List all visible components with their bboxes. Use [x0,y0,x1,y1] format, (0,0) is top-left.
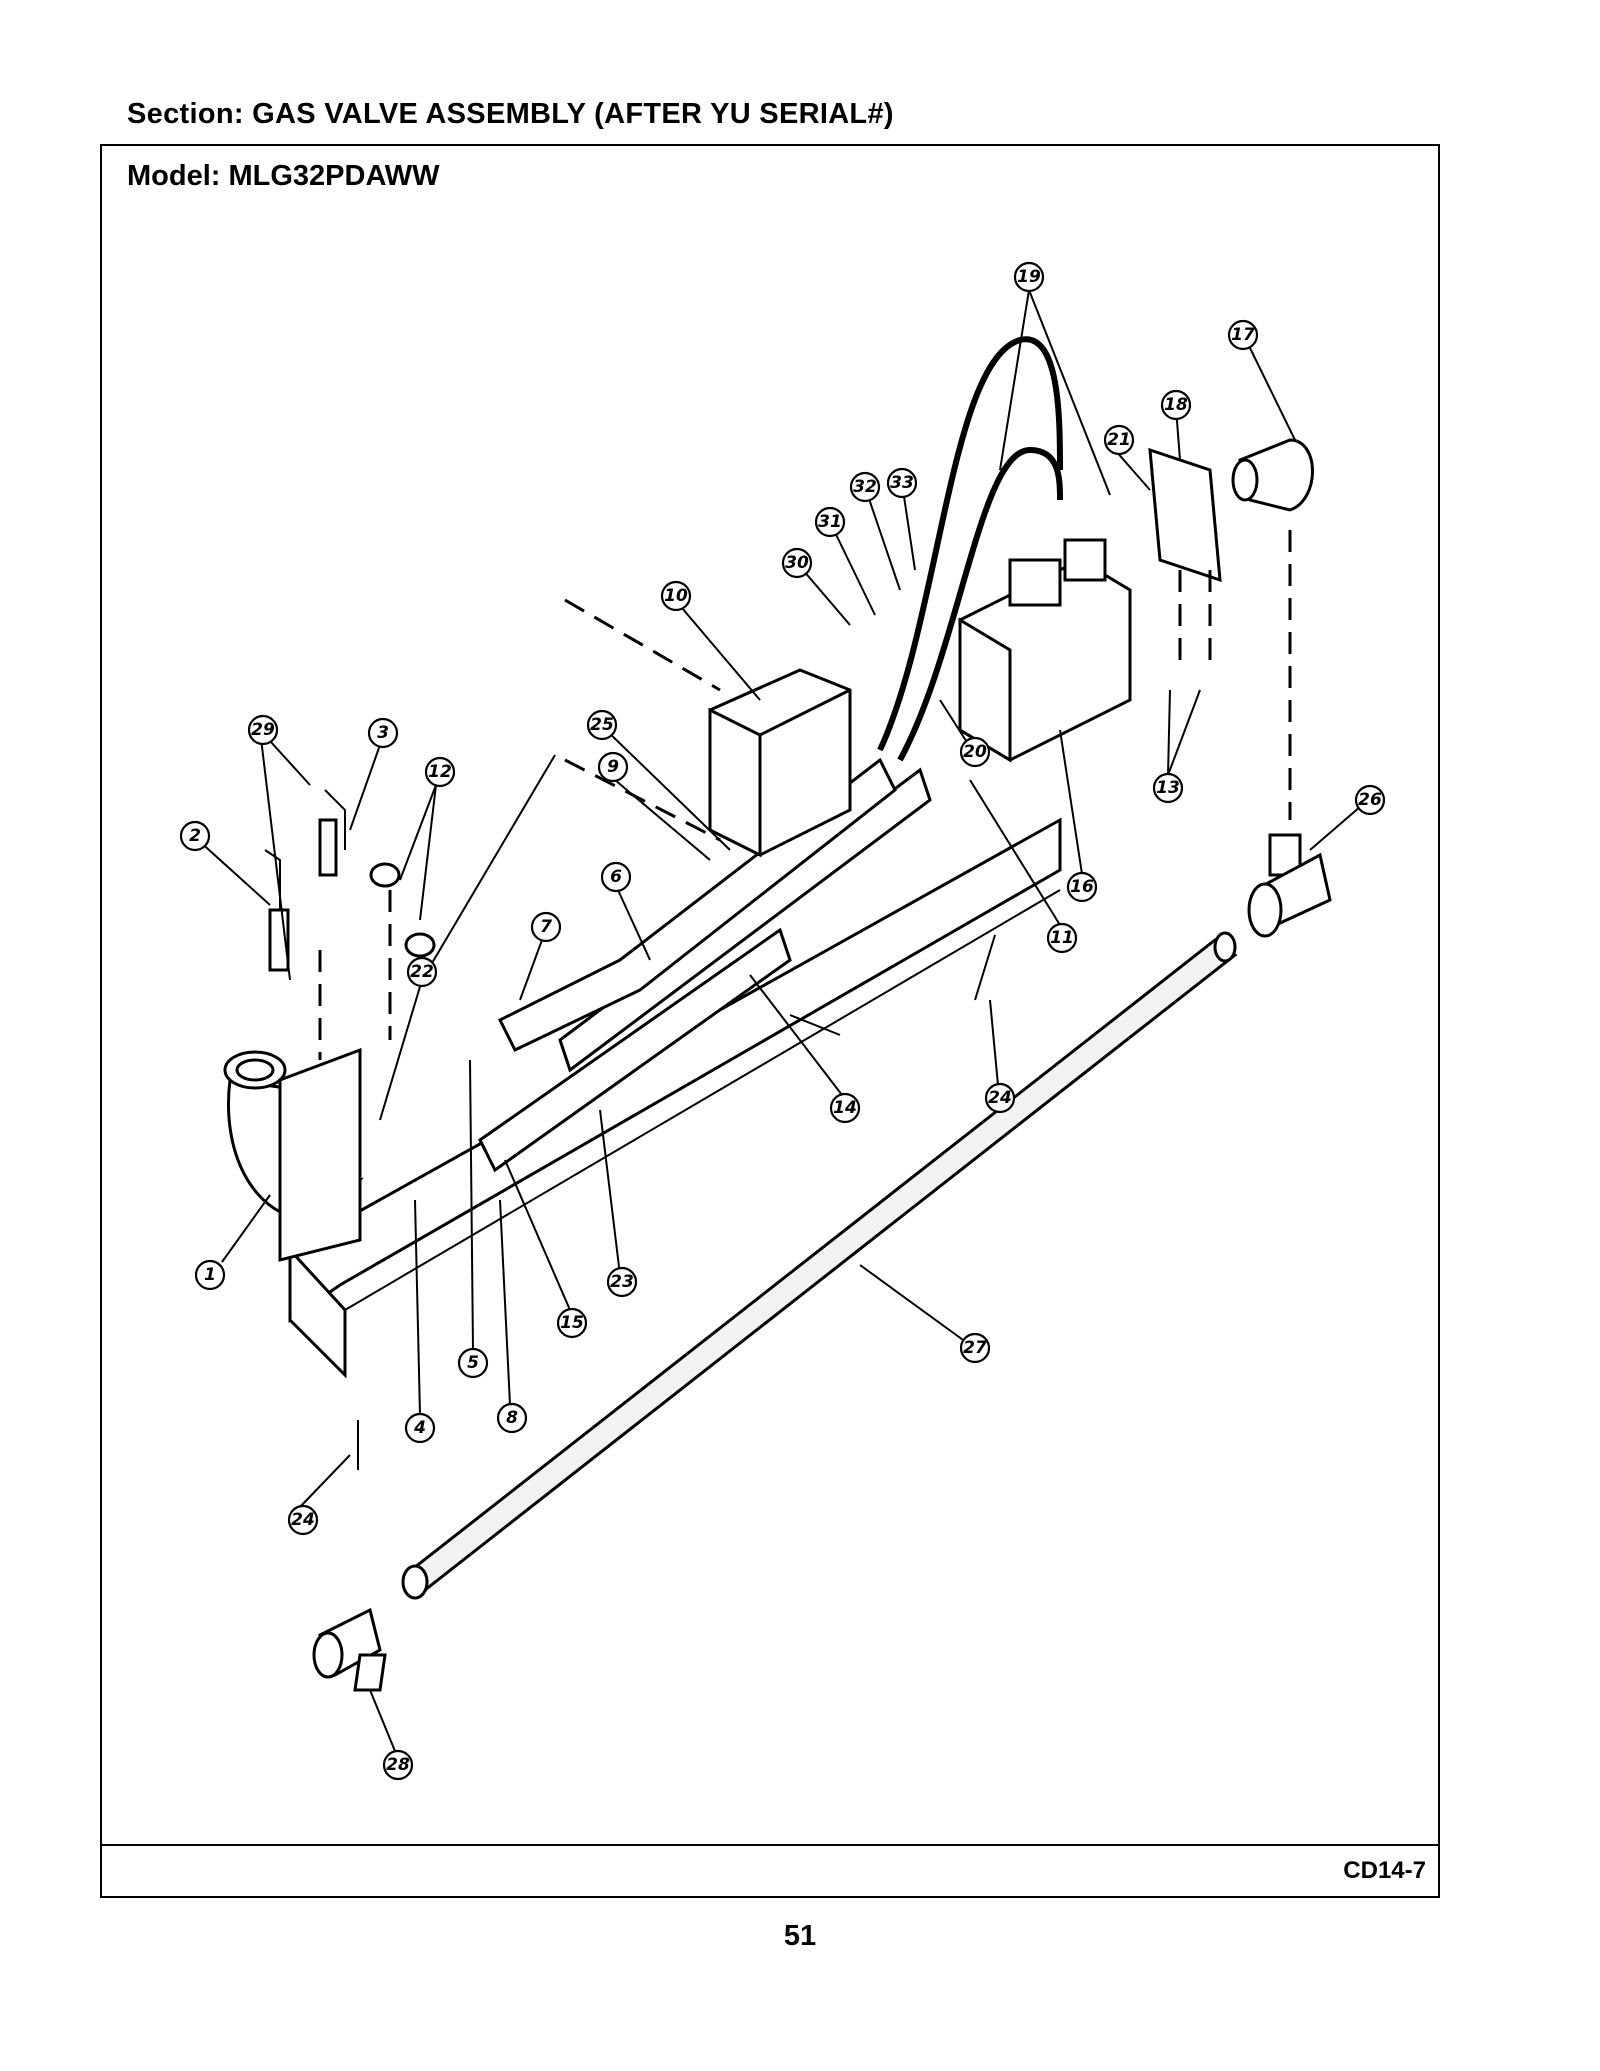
callout-3: 3 [367,717,399,749]
callout-18-label: 18 [1164,395,1188,415]
flame-sensor-body [318,818,338,877]
callout-18: 18 [1160,389,1192,421]
callout-14-label: 14 [833,1098,857,1118]
callout-1-label: 1 [204,1265,216,1285]
shutoff-valve [1247,833,1332,938]
callout-2-label: 2 [189,826,201,846]
callout-20-label: 20 [963,742,987,762]
model-title: Model: MLG32PDAWW [127,160,440,192]
grommet [404,932,436,958]
footer-divider [100,1844,1440,1846]
callout-4-label: 4 [413,1418,426,1438]
callout-1: 1 [194,1259,226,1291]
callout-27-label: 27 [963,1338,987,1358]
callout-6-label: 6 [610,867,622,887]
callout-7: 7 [530,911,562,943]
callout-24: 24 [287,1504,319,1536]
callout-2: 2 [179,820,211,852]
callout-11: 11 [1046,922,1078,954]
callout-9-label: 9 [607,757,619,777]
callout-24: 24 [984,1082,1016,1114]
burner-bracket [288,817,1062,1379]
callout-13-label: 13 [1156,778,1180,798]
callout-32: 32 [849,471,881,503]
callout-29-label: 29 [251,720,275,740]
callout-22: 22 [406,956,438,988]
callout-32-label: 32 [853,477,877,497]
pipe-elbow [1231,438,1314,512]
callout-24-label: 24 [291,1510,315,1530]
callout-10-label: 10 [664,586,688,606]
pipe-support [312,1607,387,1692]
callout-28: 28 [382,1749,414,1781]
callout-7-label: 7 [540,917,552,937]
callout-22-label: 22 [410,962,434,982]
reference-code: CD14-7 [1343,1857,1426,1884]
callout-9: 9 [597,751,629,783]
callout-25: 25 [586,709,618,741]
wire-harness-lead [897,446,1063,762]
callout-20: 20 [959,736,991,768]
callout-19: 19 [1013,261,1045,293]
callout-16: 16 [1066,871,1098,903]
callout-17: 17 [1227,319,1259,351]
callout-19-label: 19 [1017,267,1041,287]
page-number: 51 [783,1920,817,1952]
callout-21: 21 [1103,424,1135,456]
callout-21-label: 21 [1107,430,1131,450]
callout-5-label: 5 [467,1353,479,1373]
screw [789,1014,841,1036]
callout-5: 5 [457,1347,489,1379]
callout-12: 12 [424,756,456,788]
callout-4: 4 [404,1412,436,1444]
callout-10: 10 [660,580,692,612]
callout-23: 23 [606,1266,638,1298]
callout-13: 13 [1152,772,1184,804]
grommet [369,862,401,888]
callout-30: 30 [781,547,813,579]
gas-supply-pipe [401,931,1238,1600]
callout-23-label: 23 [610,1272,634,1292]
callout-24-label: 24 [988,1088,1012,1108]
callout-31-label: 31 [818,512,842,532]
callout-3-label: 3 [377,723,389,743]
callout-15: 15 [556,1307,588,1339]
callout-8-label: 8 [506,1408,518,1428]
callout-11-label: 11 [1050,928,1074,948]
callout-8: 8 [496,1402,528,1434]
callout-14: 14 [829,1092,861,1124]
screw [974,934,996,1001]
callout-25-label: 25 [590,715,614,735]
callout-31: 31 [814,506,846,538]
callout-6: 6 [600,861,632,893]
callout-17-label: 17 [1231,325,1255,345]
gas-valve [958,538,1132,763]
callout-26-label: 26 [1358,790,1382,810]
callout-15-label: 15 [560,1313,584,1333]
callout-33-label: 33 [890,473,914,493]
callout-30-label: 30 [785,553,809,573]
valve-bracket [1148,447,1222,583]
callout-33: 33 [886,467,918,499]
wire-harness [877,336,1063,752]
callout-26: 26 [1354,784,1386,816]
callout-28-label: 28 [386,1755,410,1775]
flame-sensor [324,789,346,850]
callout-27: 27 [959,1332,991,1364]
callout-16-label: 16 [1070,877,1094,897]
section-title: Section: GAS VALVE ASSEMBLY (AFTER YU SE… [127,98,894,130]
diagram-frame [100,144,1440,1898]
ignitor-mount-plate [278,1047,362,1262]
callout-29: 29 [247,714,279,746]
callout-12-label: 12 [428,762,452,782]
